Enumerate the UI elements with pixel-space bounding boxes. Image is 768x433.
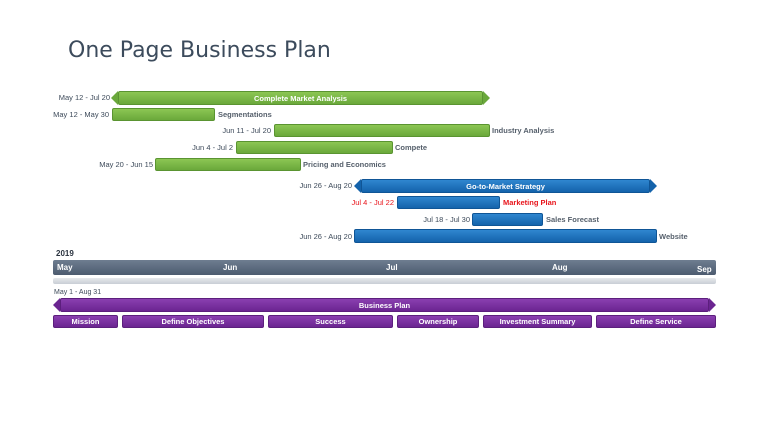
task-date-range: Jun 11 - Jul 20: [222, 126, 271, 135]
month-label: Aug: [552, 263, 568, 272]
timescale-bar: [53, 260, 716, 275]
task-date-range: Jun 26 - Aug 20: [299, 181, 352, 190]
task-date-range: Jul 18 - Jul 30: [423, 215, 470, 224]
phase-label: Define Objectives: [161, 317, 225, 326]
task-bar: Go-to-Market Strategy: [361, 179, 650, 193]
arrow-right-icon: [650, 179, 657, 193]
task-label: Industry Analysis: [492, 126, 555, 135]
task-bar-website[interactable]: [354, 229, 657, 243]
task-bar-segmentations[interactable]: [112, 108, 215, 121]
task-bar-marketing-plan[interactable]: [397, 196, 500, 209]
task-date-range: Jun 4 - Jul 2: [192, 143, 233, 152]
timescale-year: 2019: [56, 249, 74, 258]
task-label: Segmentations: [218, 110, 272, 119]
timescale-shadow: [53, 278, 716, 284]
task-date-range: May 20 - Jun 15: [99, 160, 153, 169]
task-label: Compete: [395, 143, 428, 152]
task-date-range: Jun 26 - Aug 20: [299, 232, 352, 241]
task-bar-sales-forecast[interactable]: [472, 213, 543, 226]
plan-bar-label: Business Plan: [358, 301, 411, 310]
task-bar-compete[interactable]: [236, 141, 393, 154]
month-label: Jul: [386, 263, 398, 272]
task-label: Marketing Plan: [503, 198, 557, 207]
plan-date-range: May 1 - Aug 31: [54, 289, 102, 296]
phase-label: Investment Summary: [499, 317, 576, 326]
task-date-range: May 12 - May 30: [53, 110, 109, 119]
month-label: May: [57, 263, 73, 272]
task-label: Sales Forecast: [546, 215, 599, 224]
phase-define-objectives[interactable]: Define Objectives: [122, 315, 264, 328]
month-label: Sep: [697, 265, 712, 274]
arrow-right-icon: [709, 298, 716, 312]
phase-investment-summary[interactable]: Investment Summary: [483, 315, 592, 328]
plan-bar: Business Plan: [60, 298, 709, 312]
arrow-left-icon: [111, 91, 118, 105]
task-bar-label: Go-to-Market Strategy: [466, 182, 545, 191]
phase-mission[interactable]: Mission: [53, 315, 118, 328]
task-bar: Complete Market Analysis: [118, 91, 483, 105]
arrow-left-icon: [354, 179, 361, 193]
phase-label: Define Service: [630, 317, 682, 326]
task-bar-industry-analysis[interactable]: [274, 124, 490, 137]
arrow-right-icon: [483, 91, 490, 105]
phase-define-service[interactable]: Define Service: [596, 315, 716, 328]
page-title: One Page Business Plan: [68, 38, 331, 63]
task-bar-label: Complete Market Analysis: [253, 94, 348, 103]
arrow-left-icon: [53, 298, 60, 312]
task-date-range: Jul 4 - Jul 22: [351, 198, 394, 207]
phase-ownership[interactable]: Ownership: [397, 315, 479, 328]
task-label: Website: [659, 232, 688, 241]
phase-label: Mission: [71, 317, 100, 326]
phase-label: Ownership: [418, 317, 458, 326]
phase-success[interactable]: Success: [268, 315, 393, 328]
task-label: Pricing and Economics: [303, 160, 386, 169]
task-date-range: May 12 - Jul 20: [58, 93, 110, 102]
month-label: Jun: [223, 263, 238, 272]
phase-label: Success: [315, 317, 346, 326]
task-bar-pricing-and-economics[interactable]: [155, 158, 301, 171]
